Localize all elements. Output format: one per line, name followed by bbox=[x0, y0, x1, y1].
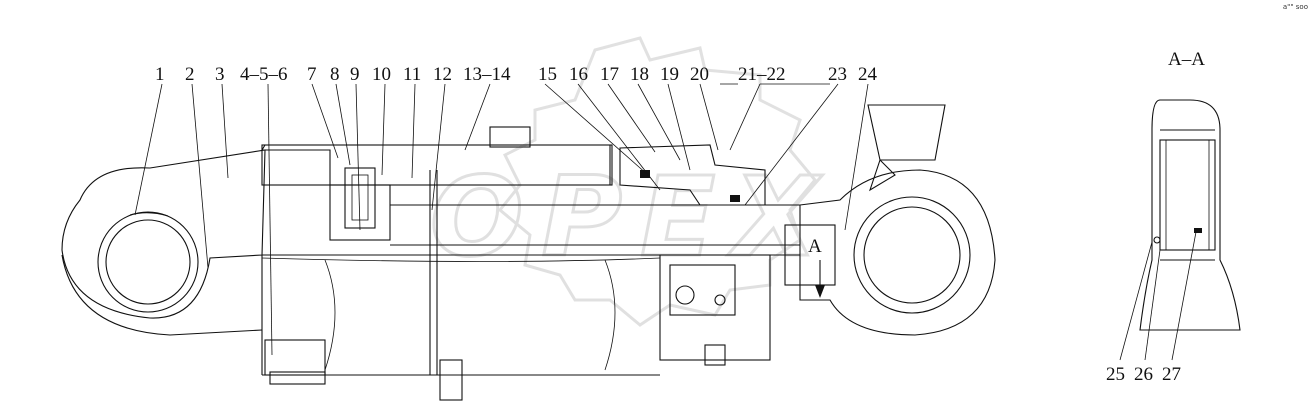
part-label-18: 18 bbox=[630, 64, 649, 85]
part-label-2: 2 bbox=[185, 64, 195, 85]
part-label-8: 8 bbox=[330, 64, 340, 85]
watermark: OPEX bbox=[429, 36, 836, 327]
section-label-26: 26 bbox=[1134, 364, 1153, 385]
corner-mark: a"" soo bbox=[1282, 3, 1308, 11]
part-labels: 1 2 3 4–5–6 7 8 9 10 11 12 13–14 15 16 1… bbox=[134, 64, 878, 356]
section-label-27: 27 bbox=[1162, 364, 1181, 385]
part-label-7: 7 bbox=[307, 64, 317, 85]
part-label-21-22: 21–22 bbox=[738, 64, 786, 85]
part-label-16: 16 bbox=[569, 64, 588, 85]
part-label-10: 10 bbox=[372, 64, 391, 85]
section-a-a: A–A 25 26 27 bbox=[1106, 49, 1241, 385]
part-label-3: 3 bbox=[215, 64, 225, 85]
rod-eye: A bbox=[784, 104, 996, 336]
cylinder-barrel bbox=[261, 126, 800, 401]
watermark-text: OPEX bbox=[430, 153, 836, 281]
rear-clevis bbox=[61, 149, 266, 336]
part-label-15: 15 bbox=[538, 64, 557, 85]
part-label-13-14: 13–14 bbox=[463, 64, 511, 85]
section-label-25: 25 bbox=[1106, 364, 1125, 385]
part-label-17: 17 bbox=[600, 64, 619, 85]
part-label-9: 9 bbox=[350, 64, 360, 85]
section-title: A–A bbox=[1168, 49, 1205, 70]
part-label-19: 19 bbox=[660, 64, 679, 85]
part-label-24: 24 bbox=[858, 64, 878, 85]
part-label-12: 12 bbox=[433, 64, 452, 85]
part-label-11: 11 bbox=[403, 64, 421, 85]
section-arrow-label: A bbox=[808, 236, 822, 257]
part-label-20: 20 bbox=[690, 64, 709, 85]
part-label-4-5-6: 4–5–6 bbox=[240, 64, 288, 85]
part-label-1: 1 bbox=[155, 64, 165, 85]
part-label-23: 23 bbox=[828, 64, 847, 85]
